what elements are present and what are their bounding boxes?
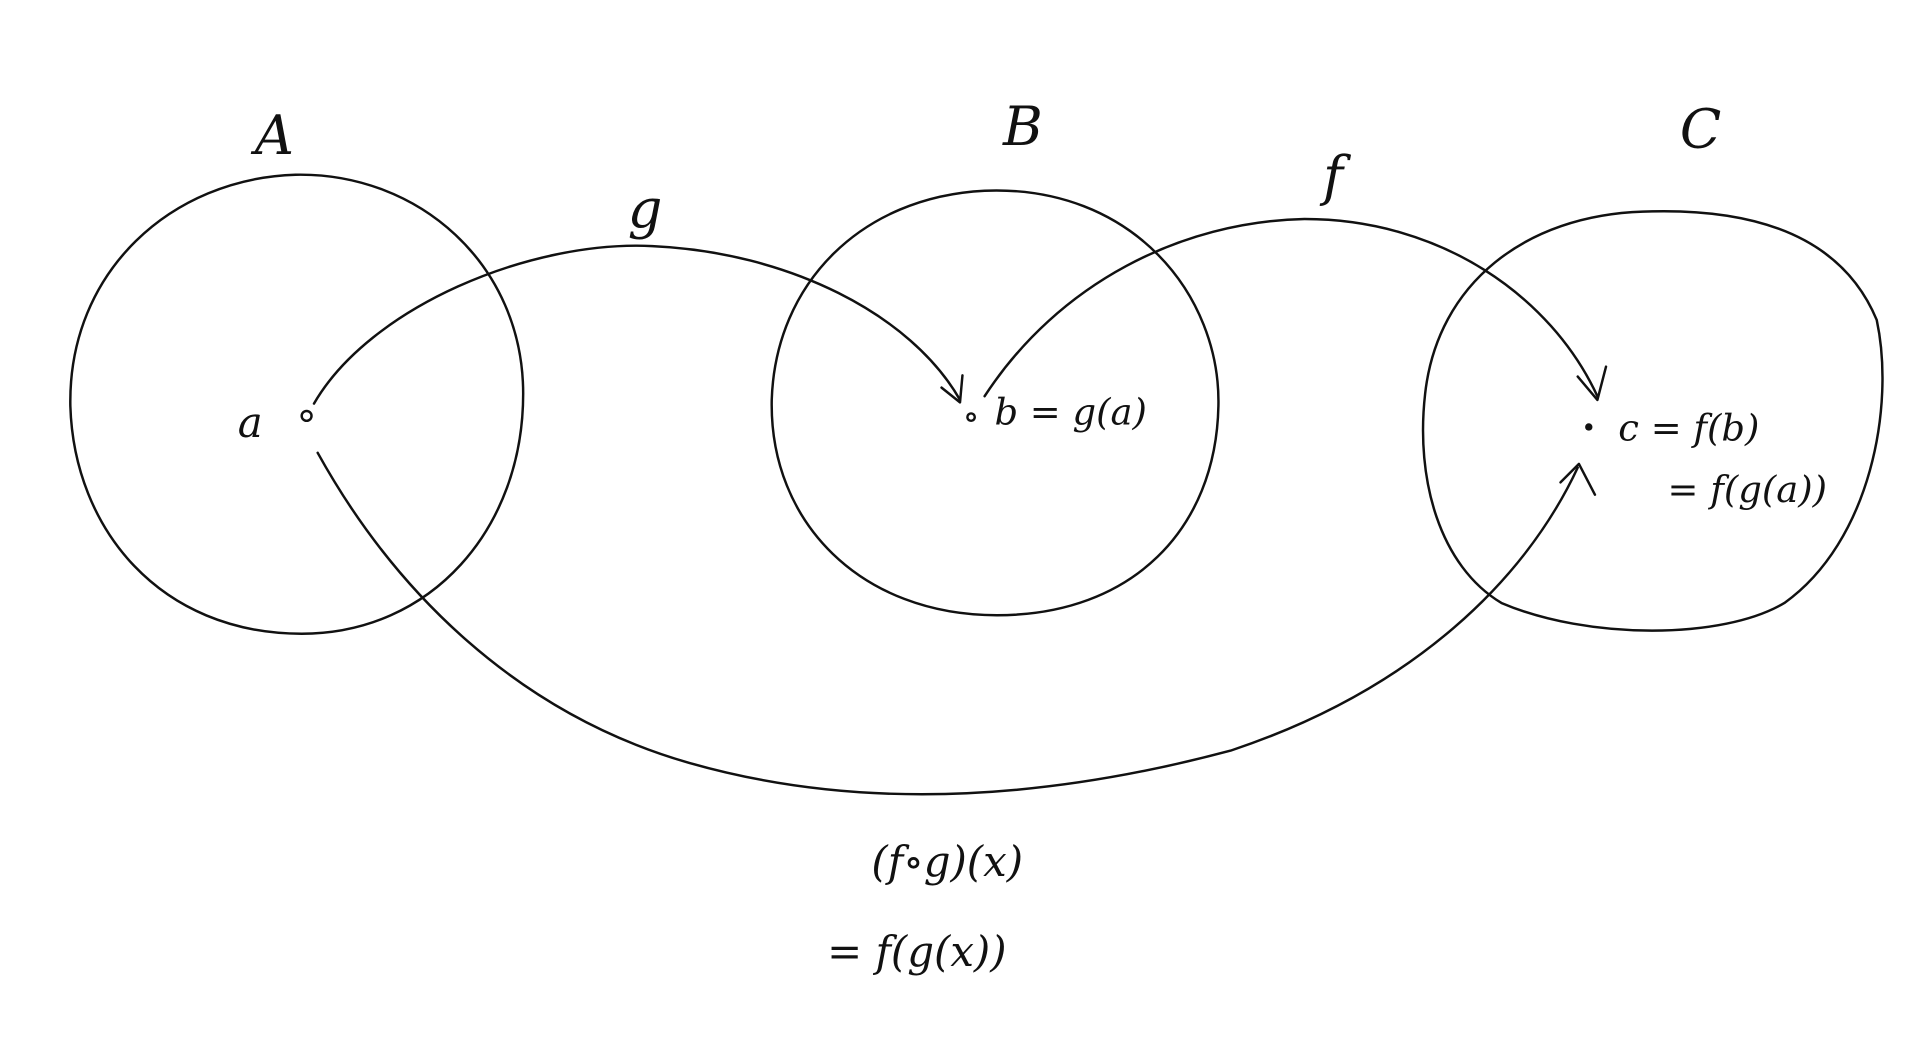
arrow-g <box>312 244 962 405</box>
set-c-circle <box>1421 210 1884 632</box>
composition-label: (f∘g)(x) <box>871 837 1023 886</box>
set-a-circle <box>69 173 525 635</box>
set-b-label: B <box>1002 95 1043 158</box>
point-c-label-2: = f(g(a)) <box>1668 468 1828 511</box>
point-c <box>1585 423 1593 431</box>
composition-equals-label: = f(g(x)) <box>827 927 1006 976</box>
function-f-label: f <box>1319 144 1352 207</box>
set-a-label: A <box>250 104 294 167</box>
point-a <box>300 409 313 423</box>
point-a-label: a <box>238 398 263 447</box>
arrow-f <box>983 217 1599 398</box>
point-b <box>966 412 976 423</box>
point-b-label: b = g(a) <box>994 391 1146 434</box>
point-c-label: c = f(b) <box>1618 407 1759 450</box>
arrow-f-compose-g <box>316 451 1579 796</box>
arrow-composite-head <box>1559 462 1597 496</box>
arrow-f-head <box>1576 365 1608 402</box>
arrow-g-head <box>940 374 964 404</box>
set-b-circle <box>770 189 1220 617</box>
function-g-label: g <box>628 178 663 241</box>
set-c-label: C <box>1680 98 1721 161</box>
